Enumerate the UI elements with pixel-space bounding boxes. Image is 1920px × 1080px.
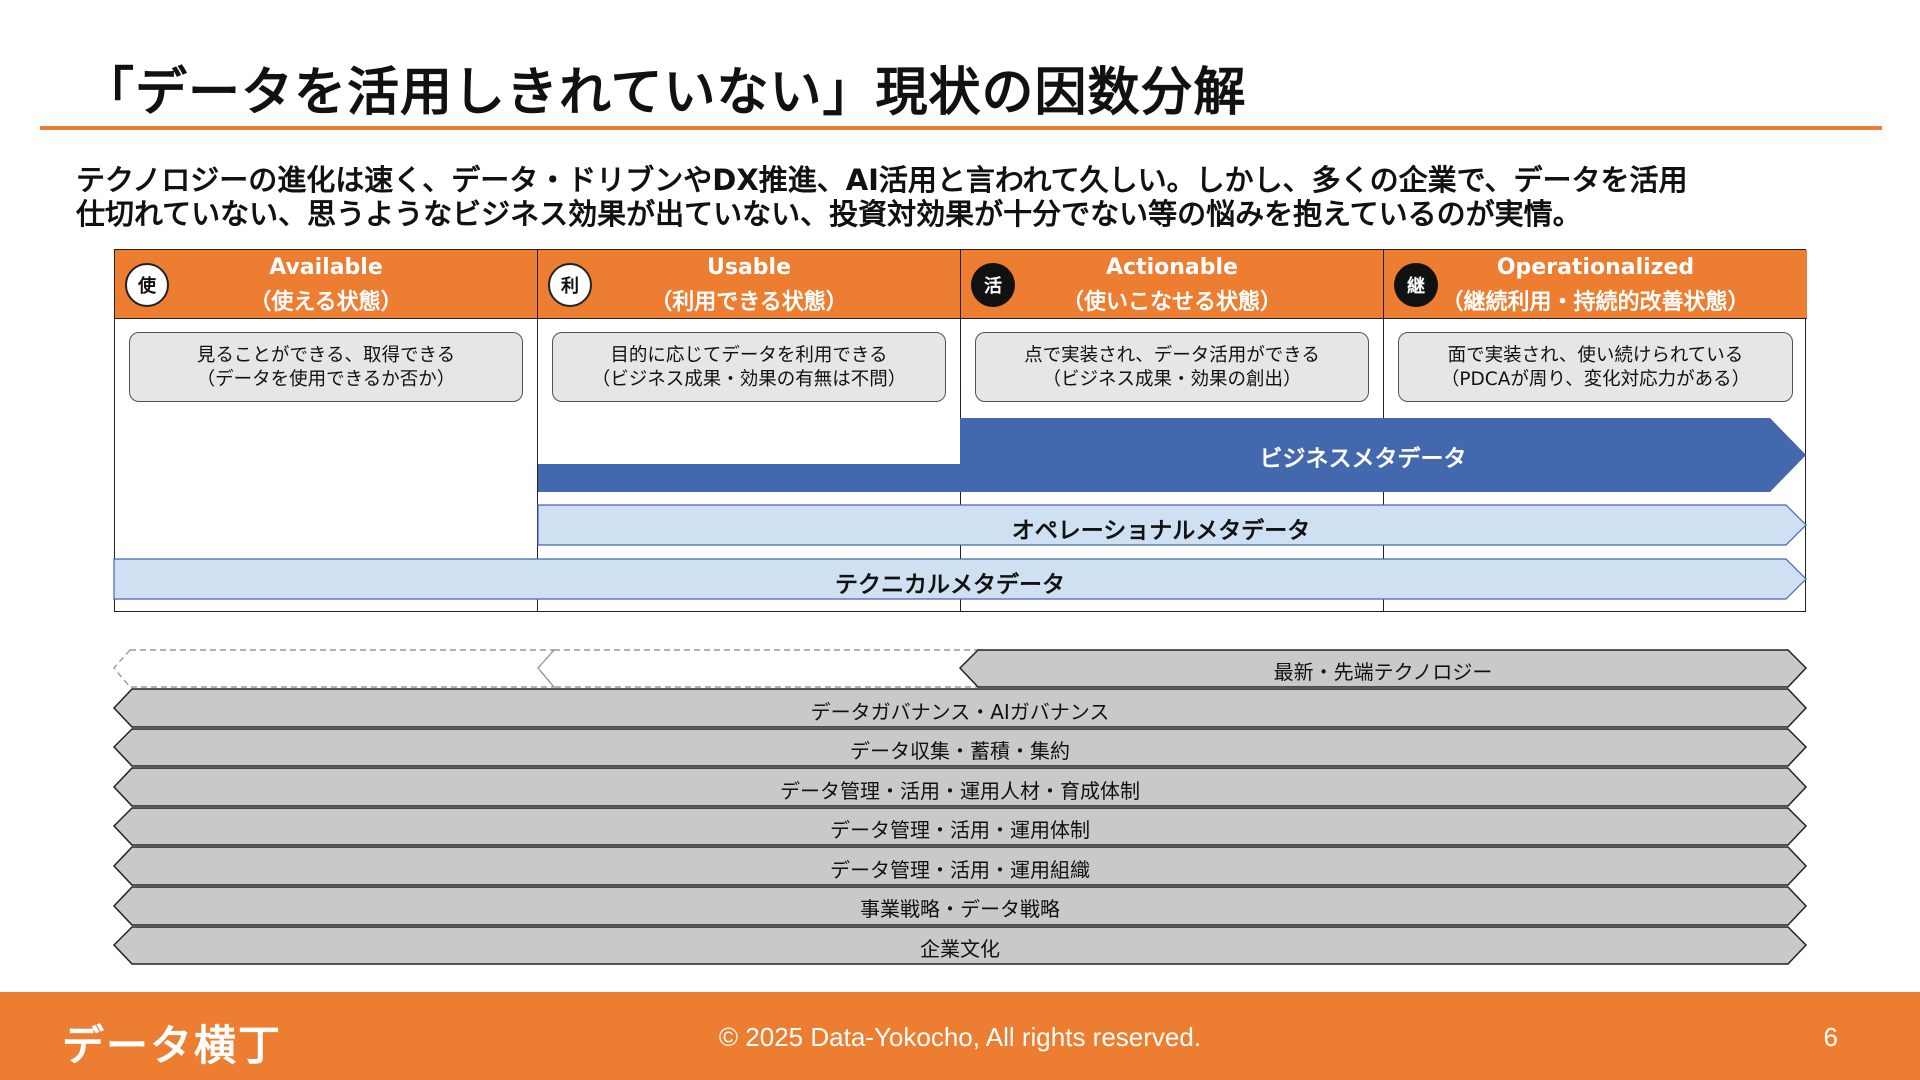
description-line-1: 目的に応じてデータを利用できる xyxy=(610,345,888,366)
page-title: 「データを活用しきれていない」現状の因数分解 xyxy=(82,63,1247,123)
badge-icon: 継 xyxy=(1394,263,1438,307)
foundation-label: データ収集・蓄積・集約 xyxy=(850,739,1070,763)
column-title-en: Actionable xyxy=(1106,255,1238,280)
column-actionable: 活 Actionable （使いこなせる状態） 点で実装され、データ活用ができる… xyxy=(961,250,1384,611)
column-title-en: Usable xyxy=(706,255,791,280)
badge-icon: 利 xyxy=(548,263,592,307)
column-header: 使 Available （使える状態） xyxy=(115,250,537,319)
description-line-2: （PDCAが周り、変化対応力がある） xyxy=(1440,369,1751,390)
badge-icon: 活 xyxy=(971,263,1015,307)
footer-bar: データ横丁 © 2025 Data-Yokocho, All rights re… xyxy=(0,992,1920,1080)
title-underline xyxy=(40,126,1882,130)
foundation-label: データ管理・活用・運用組織 xyxy=(830,858,1090,882)
lead-text: テクノロジーの進化は速く、データ・ドリブンやDX推進、AI活用と言われて久しい。… xyxy=(76,163,1856,231)
lead-line-1: テクノロジーの進化は速く、データ・ドリブンやDX推進、AI活用と言われて久しい。… xyxy=(76,163,1688,197)
foundation-label: 事業戦略・データ戦略 xyxy=(860,897,1060,921)
description-line-2: （ビジネス成果・効果の有無は不問） xyxy=(591,369,907,390)
foundation-label: 最新・先端テクノロジー xyxy=(1273,660,1493,684)
column-operationalized: 継 Operationalized （継続利用・持続的改善状態） 面で実装され、… xyxy=(1384,250,1807,611)
column-description: 点で実装され、データ活用ができる （ビジネス成果・効果の創出） xyxy=(975,332,1369,402)
foundation-label: データガバナンス・AIガバナンス xyxy=(810,700,1110,724)
technical-metadata-arrow xyxy=(113,558,1807,600)
foundation-bar xyxy=(112,926,1808,965)
column-title-ja: （利用できる状態） xyxy=(650,290,848,315)
column-description: 面で実装され、使い続けられている （PDCAが周り、変化対応力がある） xyxy=(1398,332,1793,402)
foundation-label: データ管理・活用・運用人材・育成体制 xyxy=(780,779,1140,803)
column-header: 活 Actionable （使いこなせる状態） xyxy=(961,250,1383,319)
foundation-bar-technology xyxy=(958,649,1808,688)
brand-logo: データ横丁 xyxy=(62,1021,283,1070)
technical-metadata-label: テクニカルメタデータ xyxy=(835,572,1065,598)
lead-line-2: 仕切れていない、思うようなビジネス効果が出ていない、投資対効果が十分でない等の悩… xyxy=(76,197,1582,231)
maturity-grid: 使 Available （使える状態） 見ることができる、取得できる （データを… xyxy=(114,249,1807,612)
operational-metadata-label: オペレーショナルメタデータ xyxy=(1011,518,1311,544)
description-line-2: （ビジネス成果・効果の創出） xyxy=(1042,369,1302,390)
business-metadata-label: ビジネスメタデータ xyxy=(1259,446,1467,472)
column-title-en: Operationalized xyxy=(1496,255,1695,280)
page-number: 6 xyxy=(1823,1022,1838,1052)
foundation-bar xyxy=(112,886,1808,926)
ghost-chevron-available xyxy=(113,649,556,688)
description-line-1: 見ることができる、取得できる xyxy=(196,345,456,366)
foundation-bar xyxy=(112,846,1808,886)
copyright-text: © 2025 Data-Yokocho, All rights reserved… xyxy=(718,1022,1202,1052)
foundation-bar xyxy=(112,767,1808,807)
description-line-1: 面で実装され、使い続けられている xyxy=(1447,345,1744,366)
badge-icon: 使 xyxy=(125,263,169,307)
foundation-bar xyxy=(112,807,1808,846)
column-title-ja: （使える状態） xyxy=(249,290,403,315)
description-line-2: （データを使用できるか否か） xyxy=(196,369,456,390)
operational-metadata-arrow xyxy=(537,504,1807,546)
column-title-ja: （継続利用・持続的改善状態） xyxy=(1441,290,1750,315)
business-metadata-bar xyxy=(538,418,1806,492)
description-line-1: 点で実装され、データ活用ができる xyxy=(1024,345,1320,366)
foundation-label: データ管理・活用・運用体制 xyxy=(830,818,1090,842)
foundation-label: 企業文化 xyxy=(920,937,1000,961)
column-available: 使 Available （使える状態） 見ることができる、取得できる （データを… xyxy=(115,250,538,611)
column-header: 継 Operationalized （継続利用・持続的改善状態） xyxy=(1384,250,1807,319)
column-description: 見ることができる、取得できる （データを使用できるか否か） xyxy=(129,332,523,402)
column-title-ja: （使いこなせる状態） xyxy=(1061,290,1282,315)
column-description: 目的に応じてデータを利用できる （ビジネス成果・効果の有無は不問） xyxy=(552,332,946,402)
ghost-chevron-usable xyxy=(537,649,980,688)
foundation-bar xyxy=(112,688,1808,728)
column-usable: 利 Usable （利用できる状態） 目的に応じてデータを利用できる （ビジネス… xyxy=(538,250,961,611)
foundation-bar xyxy=(112,728,1808,767)
column-header: 利 Usable （利用できる状態） xyxy=(538,250,960,319)
column-title-en: Available xyxy=(269,255,383,280)
